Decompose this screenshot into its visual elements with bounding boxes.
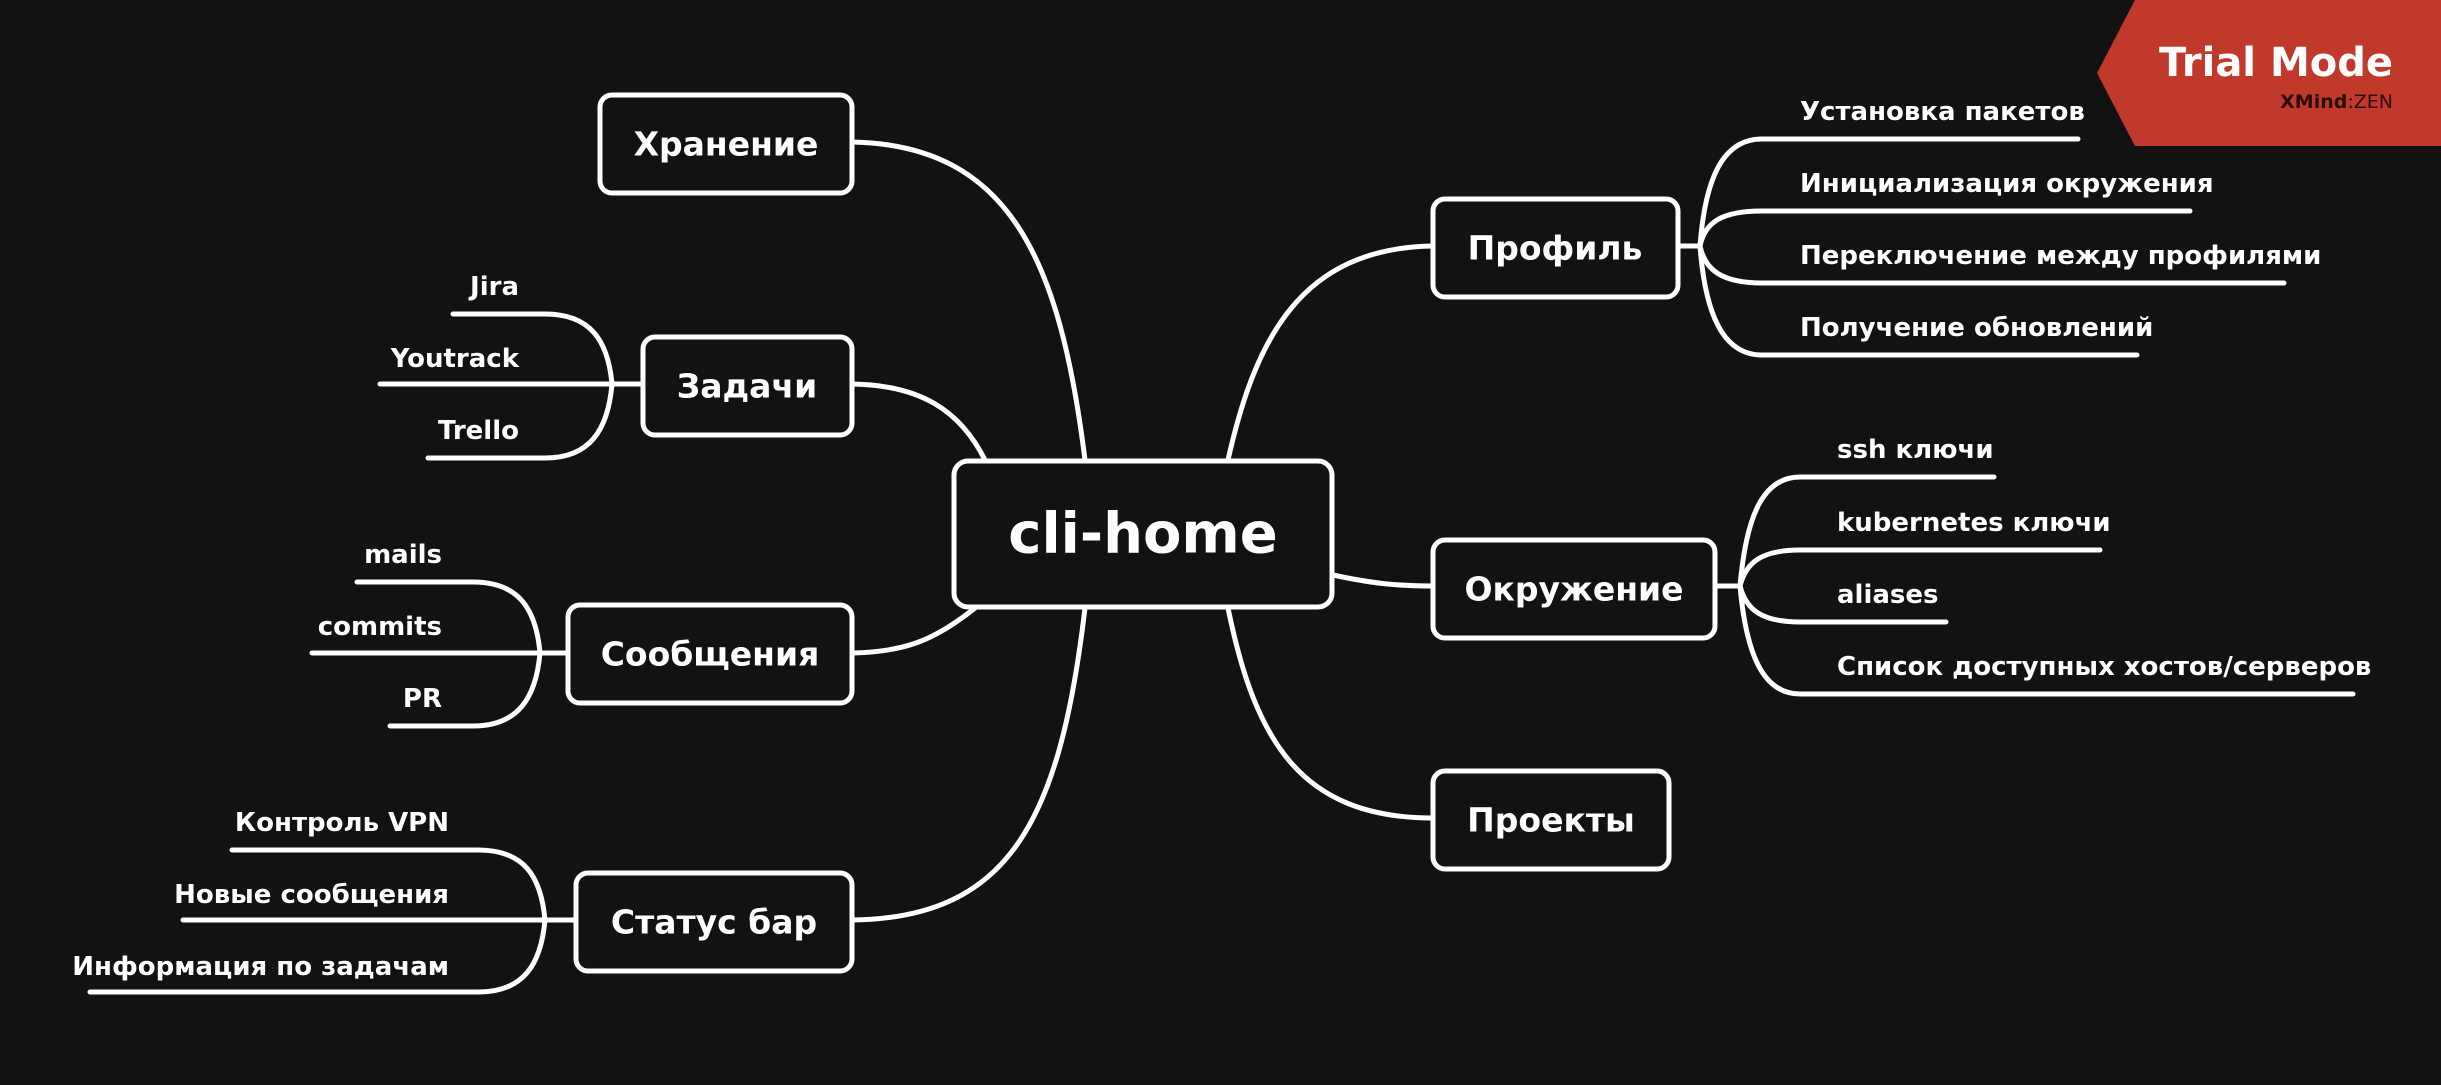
subtopic-get-updates[interactable]: Получение обновлений — [1800, 313, 2153, 343]
root-topic[interactable]: cli-home — [951, 458, 1335, 610]
root-topic-box — [951, 458, 1335, 610]
root-connectors — [849, 139, 1436, 923]
topic-statusbar[interactable]: Статус бар — [573, 870, 855, 974]
subtopic-pr[interactable]: PR — [403, 684, 442, 714]
trial-brand-label: XMind:ZEN — [2280, 91, 2393, 113]
connector-statusbar-tasks — [87, 917, 548, 995]
connector-root-storage — [849, 139, 1088, 463]
topic-profile[interactable]: Профиль — [1430, 196, 1681, 300]
subtopic-youtrack[interactable]: Youtrack — [390, 344, 520, 374]
subtopic-host-list[interactable]: Список доступных хостов/серверов — [1837, 652, 2371, 682]
topic-projects-label: Проекты — [1467, 801, 1635, 840]
subtopic-connectors-messages — [309, 579, 571, 729]
subtopic-mails[interactable]: mails — [364, 540, 442, 570]
brand-name: XMind — [2280, 91, 2347, 113]
brand-edition: ZEN — [2354, 91, 2393, 113]
topic-tasks-box — [640, 334, 855, 438]
brand-separator: : — [2347, 91, 2353, 113]
connector-root-environment — [1330, 572, 1436, 589]
connector-root-statusbar — [849, 605, 1088, 923]
connector-root-projects — [1225, 605, 1436, 821]
subtopic-connectors-statusbar — [87, 847, 579, 995]
subtopic-commits[interactable]: commits — [318, 612, 442, 642]
connector-env-2 — [1737, 547, 2103, 589]
subtopic-trello[interactable]: Trello — [438, 416, 519, 446]
topic-statusbar-label: Статус бар — [611, 903, 817, 942]
connector-profile-2 — [1697, 208, 2193, 249]
topic-tasks[interactable]: Задачи — [640, 334, 855, 438]
subtopic-new-messages[interactable]: Новые сообщения — [174, 880, 449, 910]
topic-environment[interactable]: Окружение — [1430, 537, 1718, 641]
topic-tasks-label: Задачи — [677, 367, 817, 406]
topic-messages-label: Сообщения — [601, 635, 820, 674]
subtopic-task-info[interactable]: Информация по задачам — [72, 952, 449, 982]
subtopic-vpn-control[interactable]: Контроль VPN — [235, 808, 449, 838]
connector-tasks-jira — [450, 311, 646, 387]
topic-storage-label: Хранение — [634, 125, 819, 164]
subtopic-connectors-profile — [1675, 136, 2287, 358]
topic-storage[interactable]: Хранение — [597, 92, 855, 196]
subtopic-kubernetes-keys[interactable]: kubernetes ключи — [1837, 508, 2111, 538]
subtopic-install-packages[interactable]: Установка пакетов — [1800, 97, 2085, 127]
connector-profile-4 — [1697, 243, 2140, 358]
topic-statusbar-box — [573, 870, 855, 974]
topic-storage-box — [597, 92, 855, 196]
topic-projects-box — [1430, 768, 1672, 872]
root-topic-label: cli-home — [1008, 502, 1278, 567]
connector-tasks-trello — [425, 381, 615, 461]
topic-environment-box — [1430, 537, 1718, 641]
topic-projects[interactable]: Проекты — [1430, 768, 1672, 872]
trial-mode-badge: Trial Mode XMind:ZEN — [2097, 0, 2441, 146]
subtopic-init-environment[interactable]: Инициализация окружения — [1800, 169, 2214, 199]
topic-profile-box — [1430, 196, 1681, 300]
subtopic-aliases[interactable]: aliases — [1837, 580, 1939, 610]
topic-environment-label: Окружение — [1464, 570, 1683, 609]
connector-statusbar-vpn — [229, 847, 579, 923]
connector-messages-pr — [387, 650, 543, 729]
connector-profile-1 — [1675, 136, 2081, 249]
trial-mode-label: Trial Mode — [2159, 40, 2393, 86]
topic-messages-box — [565, 602, 855, 706]
subtopic-ssh-keys[interactable]: ssh ключи — [1837, 435, 1994, 465]
connector-messages-mails — [354, 579, 571, 656]
subtopic-switch-profiles[interactable]: Переключение между профилями — [1800, 241, 2321, 271]
connector-root-tasks — [849, 381, 988, 463]
subtopic-jira[interactable]: Jira — [468, 272, 519, 302]
connector-env-4 — [1737, 583, 2356, 697]
connector-root-messages — [849, 605, 978, 656]
topic-profile-label: Профиль — [1468, 229, 1643, 268]
trial-badge-shape — [2097, 0, 2441, 146]
subtopic-connectors-environment — [1712, 474, 2356, 697]
subtopic-connectors-tasks — [377, 311, 646, 461]
topic-messages[interactable]: Сообщения — [565, 602, 855, 706]
connector-root-profile — [1225, 243, 1436, 463]
connector-env-1 — [1712, 474, 1997, 589]
